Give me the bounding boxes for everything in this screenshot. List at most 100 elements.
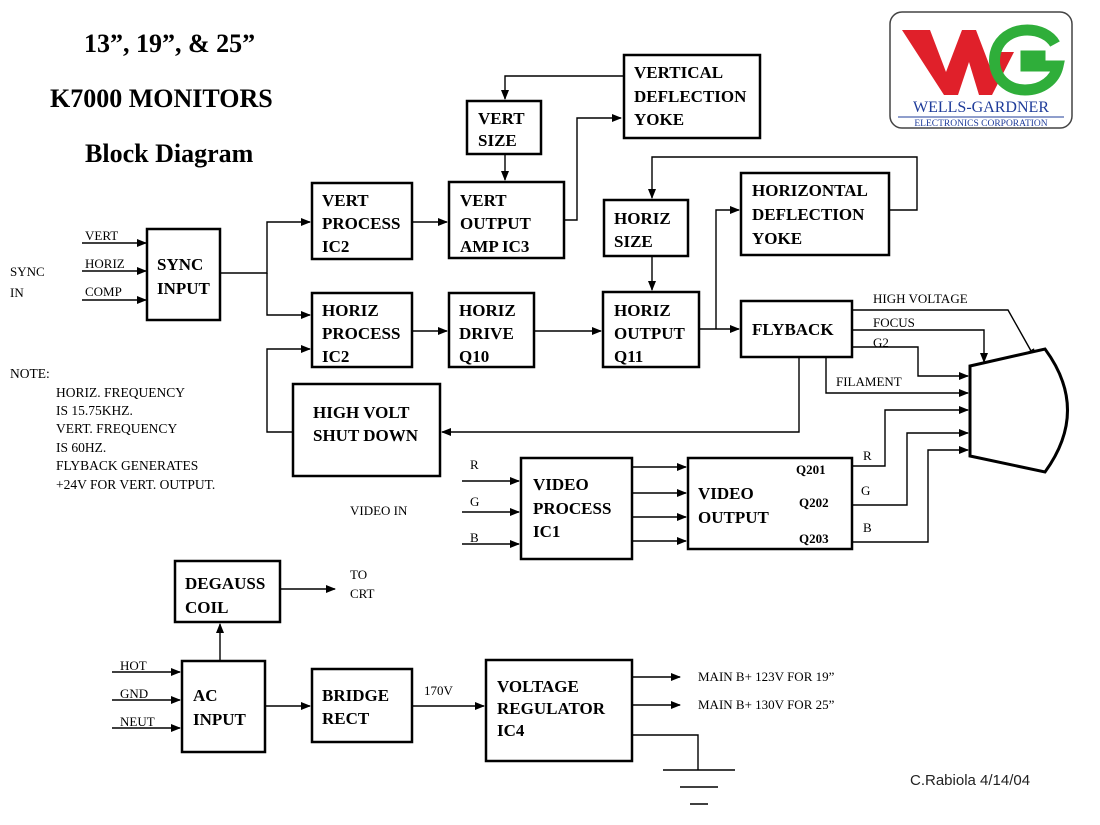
block-label: VIDEO	[533, 475, 589, 494]
connection-lines	[82, 75, 1036, 770]
block-label: PROCESS	[322, 324, 400, 343]
high-voltage-label: HIGH VOLTAGE	[873, 291, 968, 306]
to-crt-label: CRT	[350, 586, 375, 601]
170v-label: 170V	[424, 683, 454, 698]
block-label: HORIZ	[322, 301, 379, 320]
note-line: FLYBACK GENERATES	[56, 458, 198, 473]
comp-sync-label: COMP	[85, 284, 122, 299]
block-high-volt-shutdown: HIGH VOLT SHUT DOWN	[291, 382, 442, 478]
block-label: SYNC	[157, 255, 203, 274]
transistor-label-q202: Q202	[799, 495, 829, 510]
block-label: Q11	[614, 347, 643, 366]
block-label: BRIDGE	[322, 686, 389, 705]
block-label: IC1	[533, 522, 560, 541]
wire-yoke-to-horiz-size	[648, 156, 918, 211]
block-label: VERT	[322, 191, 369, 210]
block-label: HORIZONTAL	[752, 181, 868, 200]
title-block-diagram: Block Diagram	[85, 139, 254, 168]
wire-yoke-to-vert-size	[501, 75, 623, 100]
b-output-label: B	[863, 520, 872, 535]
wire-filament	[825, 358, 969, 397]
block-label: VERT	[460, 191, 507, 210]
block-video-output: VIDEO OUTPUT Q201 Q202 Q203	[686, 456, 854, 551]
b-input-label: B	[470, 530, 479, 545]
block-label: HORIZ	[459, 301, 516, 320]
logo-w-mark	[902, 30, 1014, 95]
r-input-label: R	[470, 457, 479, 472]
wire-high-voltage	[853, 309, 1036, 359]
block-horiz-size: HORIZ SIZE	[602, 198, 690, 258]
block-label: VOLTAGE	[497, 677, 579, 696]
note-line: VERT. FREQUENCY	[56, 421, 177, 436]
block-label: HORIZ	[614, 209, 671, 228]
wire-vert-output-to-yoke	[565, 114, 622, 221]
block-label: SIZE	[478, 131, 517, 150]
horiz-sync-label: HORIZ	[85, 256, 125, 271]
block-label: DRIVE	[459, 324, 514, 343]
main-b-19-label: MAIN B+ 123V FOR 19”	[698, 669, 835, 684]
block-label: PROCESS	[322, 214, 400, 233]
block-label: INPUT	[157, 279, 211, 298]
block-horiz-output: HORIZ OUTPUT Q11	[601, 290, 701, 369]
sync-in-label: SYNC	[10, 264, 45, 279]
r-output-label: R	[863, 448, 872, 463]
video-in-label: VIDEO IN	[350, 503, 408, 518]
block-label: HIGH VOLT	[313, 403, 410, 422]
block-horiz-drive: HORIZ DRIVE Q10	[447, 291, 536, 369]
block-voltage-regulator: VOLTAGE REGULATOR IC4	[484, 658, 634, 763]
wire-focus	[853, 329, 988, 363]
title-sizes: 13”, 19”, & 25”	[84, 29, 255, 58]
block-label: PROCESS	[533, 499, 611, 518]
block-label: Q10	[459, 347, 489, 366]
block-ac-input: AC INPUT	[180, 659, 267, 754]
vert-sync-label: VERT	[85, 228, 118, 243]
block-horizontal-deflection-yoke: HORIZONTAL DEFLECTION YOKE	[739, 171, 891, 257]
note: NOTE: HORIZ. FREQUENCY IS 15.75KHZ. VERT…	[10, 366, 215, 492]
block-label: INPUT	[193, 710, 247, 729]
g2-label: G2	[873, 335, 889, 350]
crt-tube-icon	[968, 347, 1069, 474]
note-line: HORIZ. FREQUENCY	[56, 385, 185, 400]
block-bridge-rect: BRIDGE RECT	[310, 667, 414, 744]
wire-crt-g	[853, 429, 969, 506]
sync-in-label: IN	[10, 285, 24, 300]
note-line: IS 60HZ.	[56, 440, 106, 455]
block-vertical-deflection-yoke: VERTICAL DEFLECTION YOKE	[622, 53, 762, 140]
block-label: AC	[193, 686, 218, 705]
block-label: VERT	[478, 109, 525, 128]
title-model: K7000 MONITORS	[50, 84, 273, 113]
block-label: DEFLECTION	[634, 87, 747, 106]
block-vert-process: VERT PROCESS IC2	[310, 181, 414, 261]
wells-gardner-logo: WELLS-GARDNER ELECTRONICS CORPORATION	[889, 11, 1073, 129]
block-label: OUTPUT	[698, 508, 770, 527]
hot-label: HOT	[120, 658, 147, 673]
block-label: FLYBACK	[752, 320, 834, 339]
block-label: DEFLECTION	[752, 205, 865, 224]
g-output-label: G	[861, 483, 870, 498]
logo-company-name: WELLS-GARDNER	[913, 99, 1049, 116]
block-label: SHUT DOWN	[313, 426, 419, 445]
main-b-25-label: MAIN B+ 130V FOR 25”	[698, 697, 835, 712]
block-label: COIL	[185, 598, 228, 617]
block-label: DEGAUSS	[185, 574, 265, 593]
transistor-label-q203: Q203	[799, 531, 829, 546]
signal-labels: SYNC IN VERT HORIZ COMP HIGH VOLTAGE FOC…	[10, 228, 968, 729]
diagram-title: 13”, 19”, & 25” K7000 MONITORS Block Dia…	[50, 29, 273, 168]
block-label: AMP IC3	[460, 237, 529, 256]
note-line: IS 15.75KHZ.	[56, 403, 133, 418]
block-label: IC2	[322, 237, 349, 256]
wire-sync-to-vert-process	[221, 218, 311, 274]
wire-crt-r	[853, 406, 969, 467]
block-label: REGULATOR	[497, 699, 606, 718]
note-heading: NOTE:	[10, 366, 50, 381]
ground-symbol	[663, 769, 735, 805]
wire-sync-to-horiz-process	[266, 273, 311, 319]
author-signature: C.Rabiola 4/14/04	[910, 772, 1030, 789]
wire-output-to-yoke	[715, 206, 740, 329]
note-line: +24V FOR VERT. OUTPUT.	[56, 477, 215, 492]
block-vert-output-amp: VERT OUTPUT AMP IC3	[447, 180, 566, 260]
neut-label: NEUT	[120, 714, 155, 729]
block-label: HORIZ	[614, 301, 671, 320]
block-label: VIDEO	[698, 484, 754, 503]
